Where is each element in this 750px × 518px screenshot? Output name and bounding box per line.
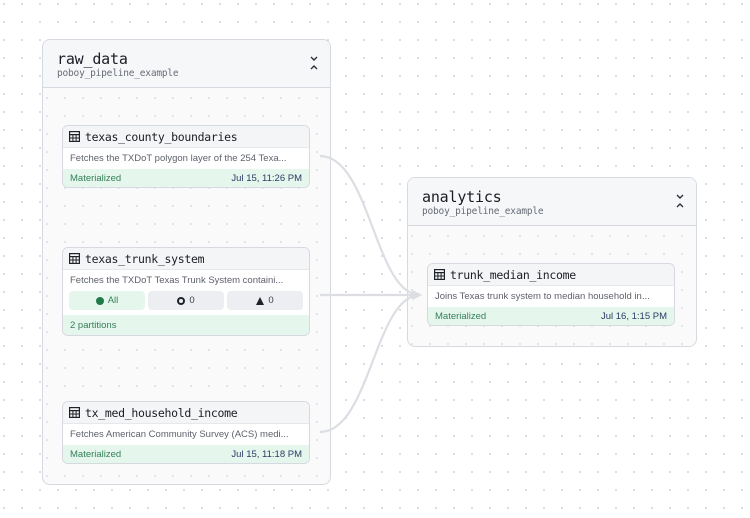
status-label: Materialized [70, 448, 122, 460]
materialization-status: Materialized Jul 15, 11:26 PM [63, 169, 309, 187]
asset-node-texas-trunk-system[interactable]: texas_trunk_system Fetches the TXDoT Tex… [62, 247, 310, 336]
status-label: Materialized [435, 310, 487, 322]
group-title: raw_data [57, 50, 128, 68]
asset-header: texas_county_boundaries [63, 126, 309, 148]
materialization-status: Materialized Jul 15, 11:18 PM [63, 445, 309, 463]
edge-county-to-trunk-median [319, 154, 422, 300]
status-timestamp[interactable]: Jul 15, 11:18 PM [231, 448, 302, 460]
asset-name: texas_county_boundaries [85, 129, 238, 144]
triangle-icon [256, 296, 265, 305]
asset-name: trunk_median_income [450, 267, 576, 282]
partitions-footer: 2 partitions [63, 315, 309, 335]
table-icon [69, 253, 80, 264]
partition-segment-all[interactable]: All [69, 291, 145, 310]
status-timestamp[interactable]: Jul 15, 11:26 PM [231, 172, 302, 184]
asset-description: Fetches American Community Survey (ACS) … [70, 429, 289, 440]
group-header: raw_data poboy_pipeline_example [43, 40, 330, 88]
asset-name: texas_trunk_system [85, 251, 205, 266]
asset-header: texas_trunk_system [63, 248, 309, 270]
chevrons-collapse-icon[interactable] [674, 193, 686, 209]
filled-dot-icon [95, 296, 104, 305]
table-icon [69, 131, 80, 142]
materialization-status: Materialized Jul 16, 1:15 PM [428, 307, 674, 325]
partition-status-segments: All 0 0 [63, 291, 309, 315]
ring-icon [177, 296, 186, 305]
status-timestamp[interactable]: Jul 16, 1:15 PM [600, 310, 667, 322]
group-subtitle: poboy_pipeline_example [422, 206, 544, 217]
group-subtitle: poboy_pipeline_example [57, 68, 179, 79]
partition-segment-missing[interactable]: 0 [148, 291, 224, 310]
asset-description: Joins Texas trunk system to median house… [435, 291, 650, 302]
partition-segment-failed[interactable]: 0 [227, 291, 303, 310]
asset-node-tx-med-household-income[interactable]: tx_med_household_income Fetches American… [62, 401, 310, 464]
table-icon [434, 269, 445, 280]
asset-description: Fetches the TXDoT polygon layer of the 2… [70, 153, 287, 164]
asset-name: tx_med_household_income [85, 405, 238, 420]
asset-header: tx_med_household_income [63, 402, 309, 424]
asset-node-trunk-median-income[interactable]: trunk_median_income Joins Texas trunk sy… [427, 263, 675, 326]
table-icon [69, 407, 80, 418]
partitions-count[interactable]: 2 partitions [70, 319, 117, 331]
status-label: Materialized [70, 172, 122, 184]
asset-description: Fetches the TXDoT Texas Trunk System con… [70, 275, 284, 286]
group-header: analytics poboy_pipeline_example [408, 178, 696, 226]
asset-header: trunk_median_income [428, 264, 674, 286]
edge-income-to-trunk-median [319, 290, 422, 434]
chevrons-collapse-icon[interactable] [308, 55, 320, 71]
asset-node-texas-county-boundaries[interactable]: texas_county_boundaries Fetches the TXDo… [62, 125, 310, 188]
group-title: analytics [422, 188, 502, 206]
